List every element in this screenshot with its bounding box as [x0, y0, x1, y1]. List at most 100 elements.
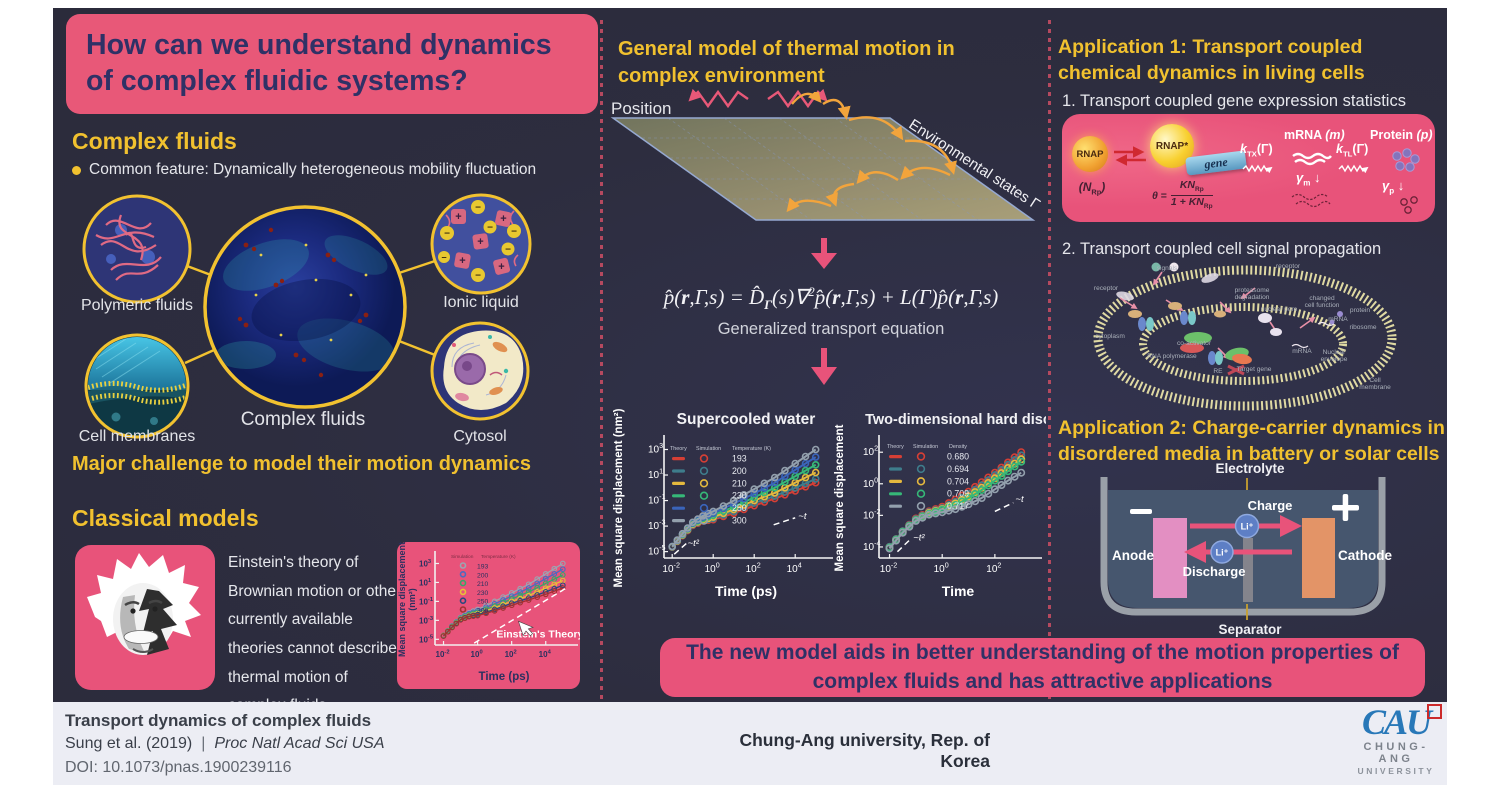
svg-text:receptor: receptor	[1276, 263, 1301, 270]
cell-membranes-image	[84, 333, 190, 439]
svg-text:envelope: envelope	[1321, 356, 1348, 363]
svg-text:10-1: 10-1	[648, 492, 666, 507]
svg-text:10-3: 10-3	[648, 518, 666, 533]
common-feature-text: Common feature: Dynamically heterogeneou…	[89, 161, 537, 178]
svg-text:nuclear pore: nuclear pore	[1261, 306, 1298, 313]
poster-background: How can we understand dynamics of comple…	[53, 8, 1447, 714]
theta-equation: θ = KNRp 1 + KNRp	[1152, 179, 1213, 211]
common-feature-bullet: Common feature: Dynamically heterogeneou…	[72, 161, 536, 179]
ktl-label: kTL(Γ)	[1336, 142, 1369, 159]
equilibrium-arrows-icon	[1114, 146, 1146, 166]
mrna-label: mRNA (m)	[1284, 128, 1345, 142]
svg-text:RE: RE	[1213, 368, 1223, 375]
svg-text:103: 103	[419, 559, 431, 569]
svg-text:0.717: 0.717	[947, 501, 969, 511]
svg-text:210: 210	[477, 581, 489, 588]
cau-logo-line1: CHUNG-ANG	[1363, 741, 1429, 765]
svg-text:Simulation: Simulation	[451, 554, 474, 560]
svg-text:+: +	[498, 261, 504, 273]
bullet-dot-icon	[72, 165, 81, 175]
svg-text:RNA polymerase: RNA polymerase	[1147, 353, 1197, 360]
down-arrow-icon	[811, 348, 837, 385]
svg-text:210: 210	[732, 478, 747, 488]
label-ionic-liquid: Ionic liquid	[443, 294, 519, 311]
cathode-electrode	[1302, 518, 1335, 598]
theta-prefix: θ =	[1152, 189, 1167, 202]
svg-text:protein: protein	[1350, 307, 1370, 314]
svg-text:−: −	[475, 271, 481, 282]
svg-text:101: 101	[419, 578, 432, 588]
degraded-protein-icon	[1400, 196, 1418, 214]
svg-text:Einstein's Theory: Einstein's Theory	[496, 628, 580, 640]
footer-authors: Sung et al. (2019)	[65, 735, 193, 752]
svg-text:Mean square displacement (nm²): Mean square displacement (nm²)	[613, 408, 625, 587]
cau-logo-text: CAU	[1361, 702, 1432, 742]
polymeric-fluids-image	[82, 194, 192, 304]
svg-text:Two-dimensional hard disc: Two-dimensional hard disc	[865, 412, 1046, 428]
lithium-ion	[1210, 540, 1234, 564]
conclusion-banner: The new model aids in better understandi…	[660, 638, 1425, 697]
ktx-label: kTX(Γ)	[1240, 142, 1273, 159]
svg-text:Time (ps): Time (ps)	[715, 583, 777, 599]
svg-text:102: 102	[746, 561, 761, 576]
anode-electrode	[1153, 518, 1187, 598]
electrolyte-label: Electrolyte	[1215, 461, 1285, 476]
svg-text:Supercooled water: Supercooled water	[677, 411, 816, 428]
cau-logo-square-icon	[1427, 704, 1443, 719]
svg-text:(nm²): (nm²)	[407, 588, 417, 611]
svg-text:0.680: 0.680	[947, 452, 969, 462]
cau-logo-line2: UNIVERSITY	[1357, 766, 1435, 776]
svg-text:−: −	[505, 245, 511, 256]
classical-models-heading: Classical models	[72, 505, 259, 531]
svg-text:10-2: 10-2	[436, 649, 450, 659]
theta-fraction: KNRp 1 + KNRp	[1170, 179, 1213, 211]
svg-text:102: 102	[863, 444, 878, 459]
label-polymeric-fluids: Polymeric fluids	[81, 297, 193, 314]
svg-text:+: +	[455, 211, 461, 223]
squiggle-arrow-icon	[1242, 164, 1273, 174]
cytosol-image	[430, 321, 530, 421]
svg-text:102: 102	[505, 649, 517, 659]
svg-text:102: 102	[986, 561, 1001, 576]
svg-text:Theory: Theory	[887, 444, 904, 450]
svg-text:104: 104	[539, 649, 552, 659]
fraction-bar	[1170, 194, 1213, 197]
ionic-liquid-image: + + + + + − − − − − − −	[430, 193, 532, 295]
gamma-p-label: γp ↓	[1382, 178, 1405, 196]
svg-text:10-1: 10-1	[419, 597, 434, 607]
footer-separator: |	[201, 735, 206, 752]
svg-text:mRNA: mRNA	[1292, 348, 1312, 355]
svg-text:10-3: 10-3	[419, 616, 433, 626]
position-label: Position	[611, 99, 672, 118]
svg-text:100: 100	[705, 561, 720, 576]
svg-text:230: 230	[732, 491, 747, 501]
rnap-label: RNAP	[1076, 148, 1104, 160]
application1-heading: Application 1: Transport coupled chemica…	[1058, 36, 1365, 85]
rnap-star-label: RNAP*	[1155, 140, 1189, 152]
svg-text:−: −	[441, 253, 446, 263]
rnap-molecule: RNAP	[1072, 136, 1108, 172]
svg-text:receptor: receptor	[1094, 285, 1119, 292]
down-arrow-icon	[811, 238, 837, 269]
main-title-box: How can we understand dynamics of comple…	[66, 14, 598, 114]
minus-icon	[1130, 509, 1152, 514]
svg-text:membrane: membrane	[1359, 384, 1391, 391]
svg-text:Temperature (K): Temperature (K)	[481, 554, 516, 560]
gene-ribbon: gene	[1185, 150, 1247, 176]
degraded-mrna-icon	[1291, 193, 1331, 208]
label-cytosol: Cytosol	[453, 428, 506, 445]
svg-text:cytoplasm: cytoplasm	[1095, 333, 1125, 340]
svg-text:co-activator: co-activator	[1177, 340, 1212, 347]
protein-dots-icon	[1392, 148, 1420, 172]
svg-text:Time: Time	[942, 583, 975, 599]
general-model-heading: General model of thermal motion in compl…	[618, 38, 955, 87]
complex-fluids-diagram: + + + + + − − − − − − −	[79, 193, 532, 445]
equation-caption: Generalized transport equation	[717, 320, 945, 338]
svg-text:0.709: 0.709	[947, 489, 969, 499]
